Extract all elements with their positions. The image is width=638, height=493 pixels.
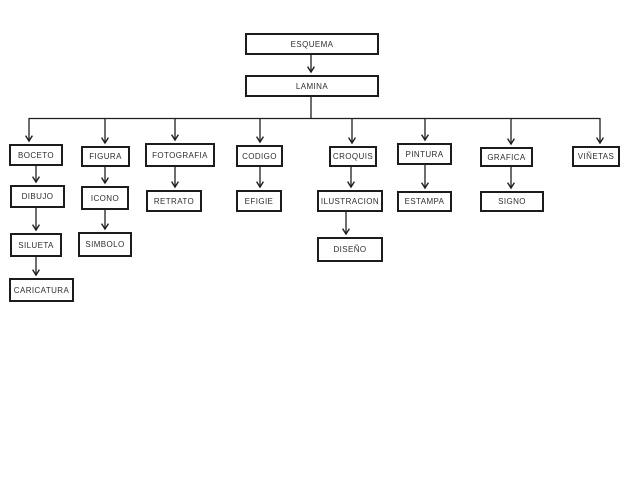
node-caricatura: CARICATURA [9, 278, 74, 302]
node-retrato: RETRATO [146, 190, 202, 212]
node-efigie: EFIGIE [236, 190, 282, 212]
node-figura: FIGURA [81, 146, 130, 167]
node-silueta: SILUETA [10, 233, 62, 257]
node-croquis: CROQUIS [329, 146, 377, 167]
node-esquema: ESQUEMA [245, 33, 379, 55]
node-vinetas: VIÑETAS [572, 146, 620, 167]
node-signo: SIGNO [480, 191, 544, 212]
node-codigo: CODIGO [236, 145, 283, 167]
node-icono: ICONO [81, 186, 129, 210]
node-boceto: BOCETO [9, 144, 63, 166]
node-dibujo: DIBUJO [10, 185, 65, 208]
node-simbolo: SIMBOLO [78, 232, 132, 257]
node-fotografia: FOTOGRAFIA [145, 143, 215, 167]
node-diseno: DISEÑO [317, 237, 383, 262]
node-ilustracion: ILUSTRACION [317, 190, 383, 212]
node-grafica: GRAFICA [480, 147, 533, 167]
node-estampa: ESTAMPA [397, 191, 452, 212]
node-lamina: LAMINA [245, 75, 379, 97]
node-pintura: PINTURA [397, 143, 452, 165]
